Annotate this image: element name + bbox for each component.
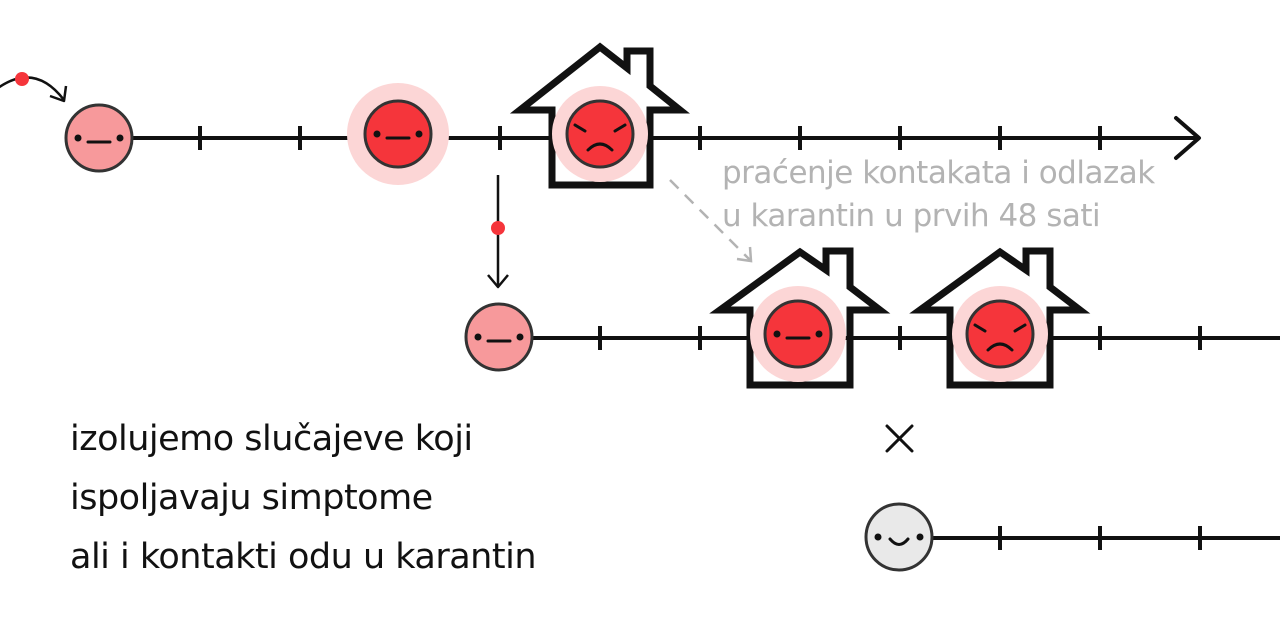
cross-icon xyxy=(885,424,914,453)
incoming-transmission xyxy=(0,72,68,103)
tracing-dashed-line xyxy=(669,179,751,261)
house-icon xyxy=(909,247,1091,389)
transmission-down-arrowhead xyxy=(487,274,509,289)
face-infected-halo xyxy=(347,83,449,185)
timeline-1 xyxy=(64,42,1201,189)
tracing-arrow xyxy=(669,179,753,263)
note-line: u karantin u prvih 48 sati xyxy=(722,198,1101,234)
timeline-2-ticks xyxy=(598,326,1202,350)
face-infected-light xyxy=(64,103,134,173)
incoming-arrowhead xyxy=(49,85,68,103)
timeline-3 xyxy=(864,502,1280,572)
house-icon xyxy=(509,42,690,189)
face-infected-light xyxy=(464,302,534,372)
timeline-2 xyxy=(464,247,1280,389)
timeline-3-ticks xyxy=(998,526,1202,550)
house-icon xyxy=(709,247,891,389)
timeline-1-ticks xyxy=(198,126,1102,150)
tracing-arrowhead xyxy=(736,246,753,263)
incoming-arc-arrow xyxy=(0,76,65,101)
note-line: praćenje kontakata i odlazak xyxy=(722,155,1155,191)
dot-icon xyxy=(15,72,29,86)
caption-line: ali i kontakti odu u karantin xyxy=(70,537,537,577)
timeline-1-arrowhead xyxy=(1174,116,1201,160)
caption: izolujemo slučajeve koji ispoljavaju sim… xyxy=(70,410,630,587)
contact-tracing-note: praćenje kontakata i odlazak u karantin … xyxy=(722,152,1192,238)
dot-icon xyxy=(491,221,505,235)
face-healthy-smiling xyxy=(864,502,934,572)
transmission-down xyxy=(487,175,509,289)
caption-line: ispoljavaju simptome xyxy=(70,478,433,518)
caption-line: izolujemo slučajeve koji xyxy=(70,419,473,459)
